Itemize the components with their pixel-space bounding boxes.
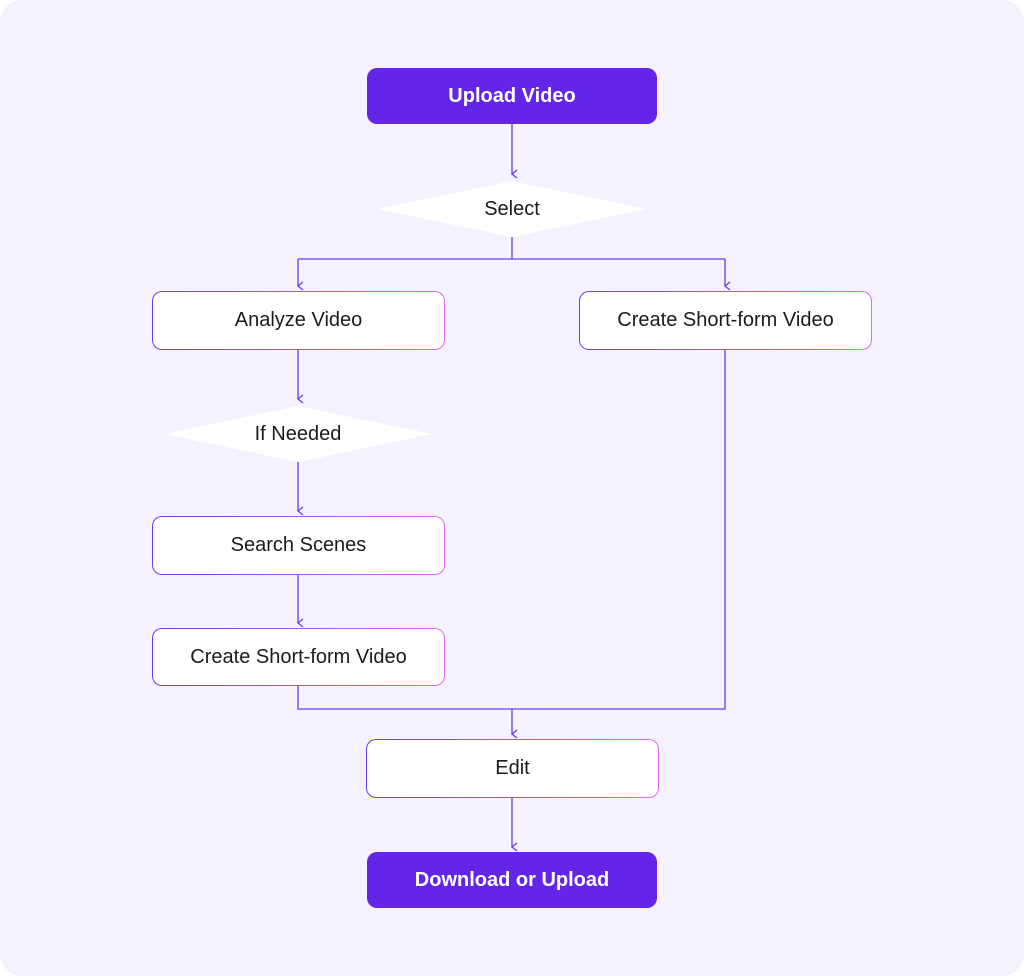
download-or-upload-node: Download or Upload [367, 852, 657, 908]
search-scenes-node: Search Scenes [152, 516, 445, 575]
download-or-upload-label: Download or Upload [414, 868, 610, 891]
analyze-video-label: Analyze Video [234, 309, 363, 331]
create-short-form-right-label: Create Short-form Video [617, 309, 834, 331]
create-short-form-left-node: Create Short-form Video [152, 628, 445, 686]
edit-node: Edit [366, 739, 659, 798]
analyze-video-node: Analyze Video [152, 291, 445, 350]
search-scenes-label: Search Scenes [230, 534, 367, 556]
select-decision-label: Select [484, 197, 540, 220]
upload-video-node: Upload Video [367, 68, 657, 124]
edit-label: Edit [495, 757, 530, 779]
create-short-form-left-label: Create Short-form Video [190, 645, 407, 668]
select-decision-shape [377, 181, 647, 237]
if-needed-decision-label: If Needed [254, 422, 342, 445]
if-needed-decision-shape [164, 406, 432, 462]
create-short-form-right-node: Create Short-form Video [579, 291, 872, 350]
upload-video-label: Upload Video [448, 84, 576, 107]
